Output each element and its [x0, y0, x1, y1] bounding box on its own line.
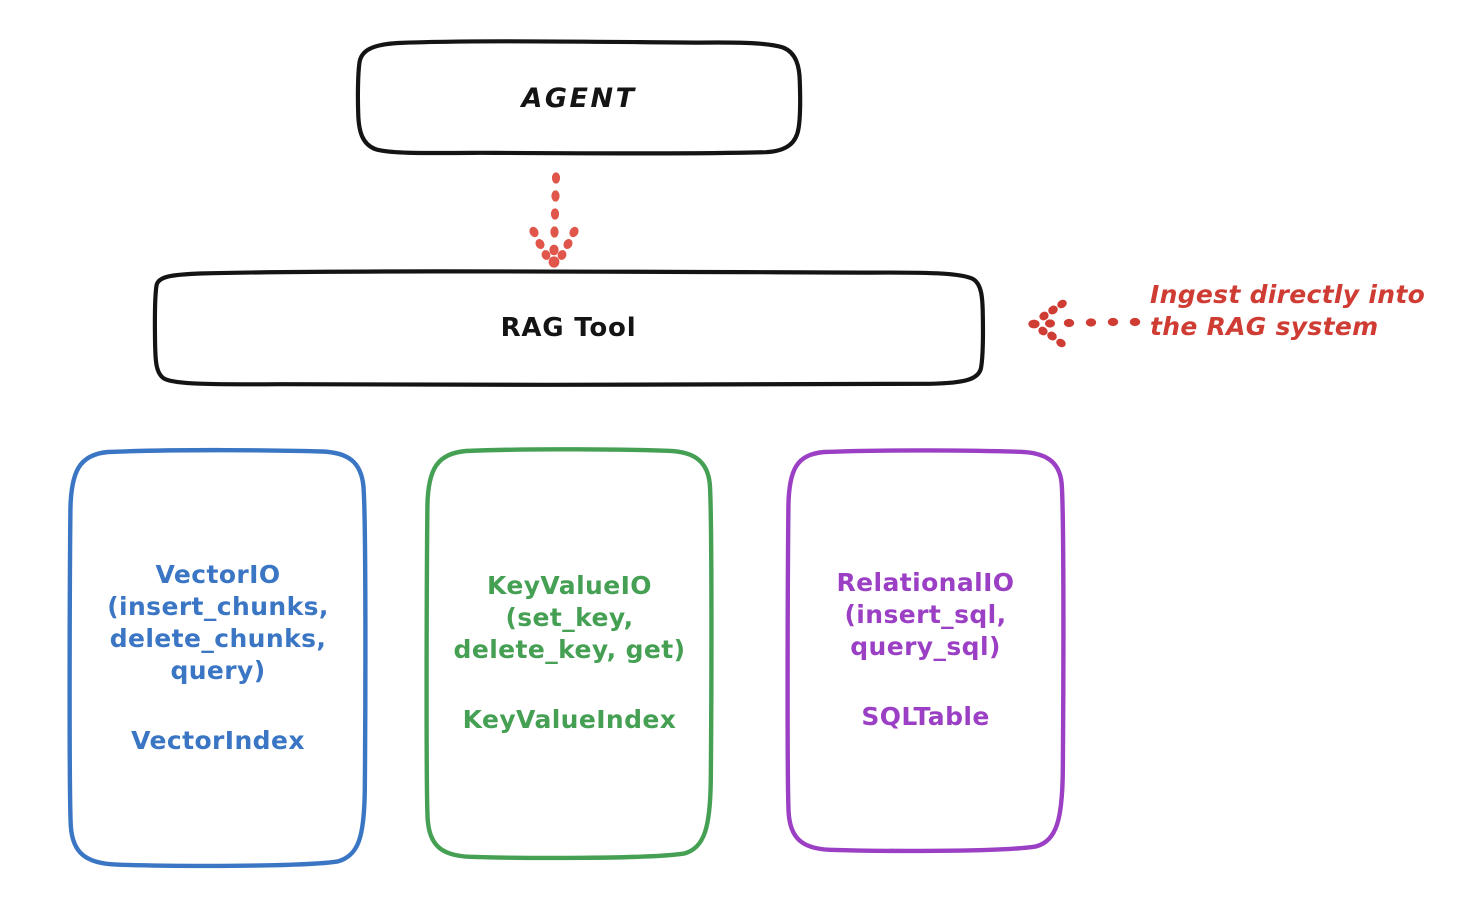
agent-node-shape[interactable] [355, 39, 803, 156]
rag-tool-node-shape[interactable] [152, 269, 986, 388]
keyvalueio-card-shape[interactable] [424, 447, 714, 861]
dotted-arrow-down-icon [529, 172, 579, 268]
ingest-annotation-text: Ingest directly into the RAG system [1150, 280, 1426, 341]
vectorio-card-shape[interactable] [67, 447, 368, 869]
dotted-arrow-left-icon [1028, 299, 1141, 348]
relationalio-card-shape[interactable] [785, 448, 1066, 854]
